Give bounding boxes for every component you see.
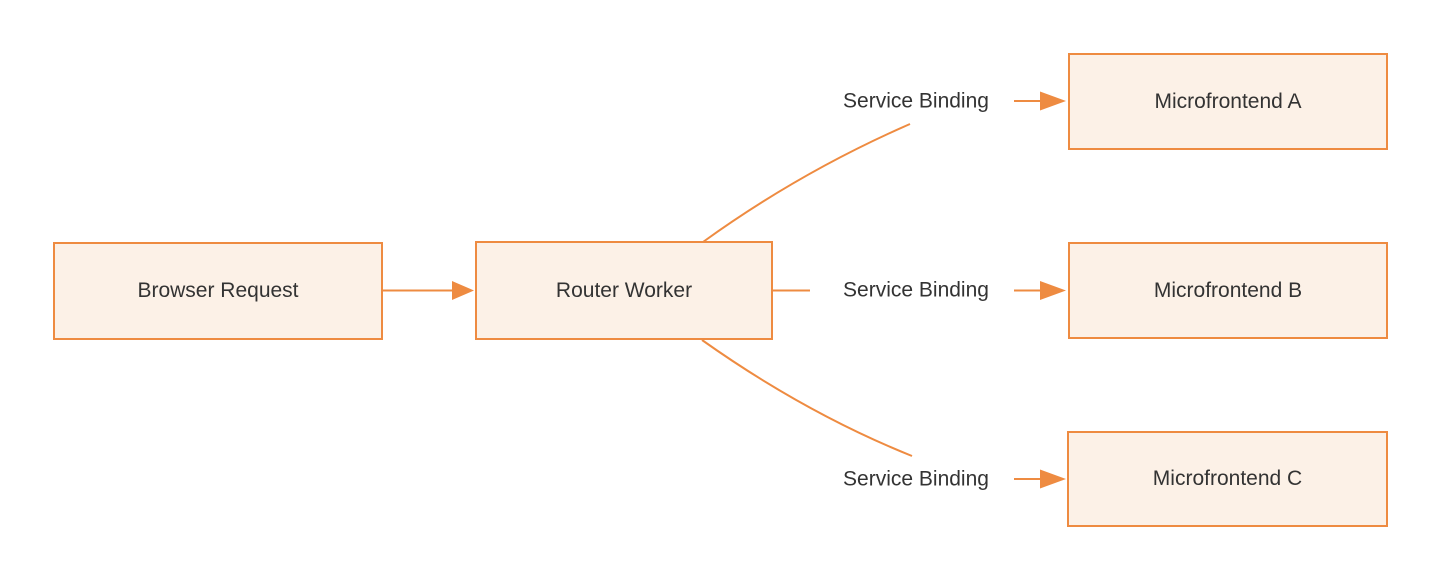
node-microfrontend-b-label: Microfrontend B (1153, 278, 1303, 302)
node-browser-request: Browser Request (53, 242, 383, 340)
edge-label-service-binding-a: Service Binding (841, 88, 991, 114)
node-microfrontend-a-label: Microfrontend A (1154, 89, 1302, 113)
node-microfrontend-a: Microfrontend A (1068, 53, 1388, 150)
edge-router-to-label-c (701, 339, 913, 457)
edge-router-to-label-a (702, 123, 911, 243)
arrowhead-into-router-icon (452, 281, 474, 300)
node-router-worker: Router Worker (475, 241, 773, 340)
node-router-worker-label: Router Worker (555, 278, 693, 302)
node-microfrontend-c-label: Microfrontend C (1152, 467, 1303, 491)
node-browser-request-label: Browser Request (137, 279, 299, 303)
node-microfrontend-c: Microfrontend C (1067, 431, 1388, 527)
arrowhead-into-mfa-icon (1040, 91, 1066, 111)
arrowhead-into-mfc-icon (1040, 469, 1066, 489)
edge-label-service-binding-b: Service Binding (841, 277, 991, 303)
arrowhead-into-mfb-icon (1040, 281, 1066, 300)
node-microfrontend-b: Microfrontend B (1068, 242, 1388, 339)
edge-label-service-binding-c: Service Binding (841, 466, 991, 492)
